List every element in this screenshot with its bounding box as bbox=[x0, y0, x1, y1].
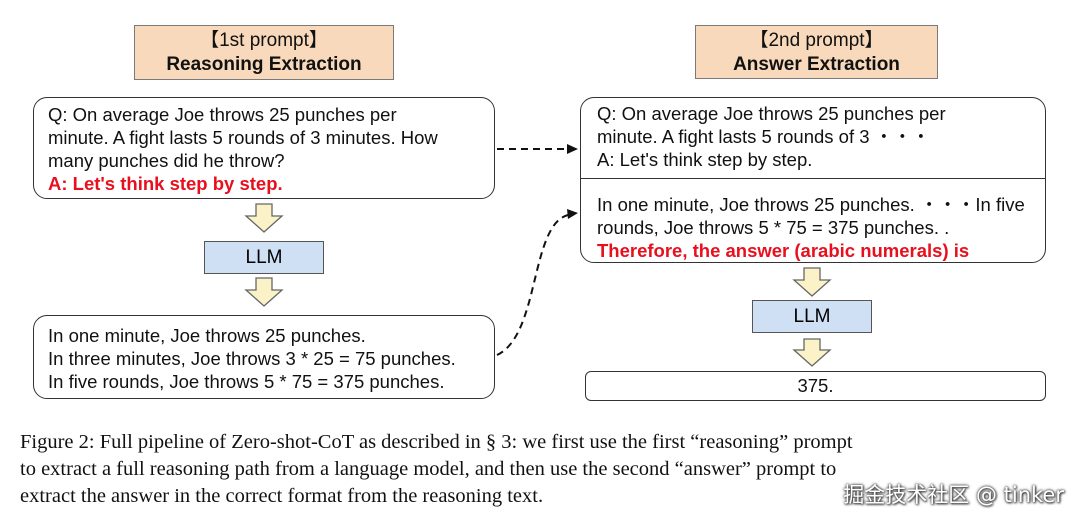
final-answer-box: 375. bbox=[585, 371, 1046, 401]
figure-caption: Figure 2: Full pipeline of Zero-shot-CoT… bbox=[20, 429, 1070, 510]
caption-line: Figure 2: Full pipeline of Zero-shot-CoT… bbox=[20, 431, 853, 453]
prompt2-question-line: minute. A fight lasts 5 rounds of 3 ・・・ bbox=[597, 126, 931, 147]
arrowhead-icon bbox=[567, 209, 578, 219]
prompt1-title-line1: 【1st prompt】 bbox=[200, 30, 328, 51]
prompt1-question-box: Q: On average Joe throws 25 punches per … bbox=[33, 97, 495, 199]
down-arrow-icon bbox=[792, 338, 832, 367]
down-arrow-icon bbox=[244, 277, 284, 307]
connector-arrows bbox=[244, 144, 832, 367]
prompt1-trigger: A: Let's think step by step. bbox=[48, 173, 283, 194]
prompt1-output-line: In three minutes, Joe throws 3 * 25 = 75… bbox=[48, 348, 456, 369]
prompt1-llm-label: LLM bbox=[245, 247, 283, 268]
final-answer: 375. bbox=[797, 375, 834, 396]
caption-line: to extract a full reasoning path from a … bbox=[20, 458, 837, 480]
prompt1-title-box: 【1st prompt】 Reasoning Extraction bbox=[134, 25, 394, 80]
prompt1-output-line: In one minute, Joe throws 25 punches. bbox=[48, 325, 366, 346]
prompt2-divider bbox=[581, 178, 1045, 179]
prompt2-input-box: Q: On average Joe throws 25 punches per … bbox=[580, 97, 1046, 263]
prompt2-question-line: Q: On average Joe throws 25 punches per bbox=[597, 103, 946, 124]
prompt2-llm-label: LLM bbox=[793, 306, 831, 327]
prompt2-title-line2: Answer Extraction bbox=[733, 54, 900, 75]
prompt1-title-line2: Reasoning Extraction bbox=[166, 54, 362, 75]
prompt2-reasoning-section: In one minute, Joe throws 25 punches. ・・… bbox=[597, 193, 1025, 262]
prompt2-question-line: A: Let's think step by step. bbox=[597, 149, 813, 170]
prompt1-output-line: In five rounds, Joe throws 5 * 75 = 375 … bbox=[48, 371, 445, 392]
prompt1-output-box: In one minute, Joe throws 25 punches. In… bbox=[33, 315, 495, 399]
dashed-arrow-reasoning bbox=[496, 214, 569, 356]
prompt2-title-line1: 【2nd prompt】 bbox=[749, 30, 884, 51]
watermark: 掘金技术社区 @ tinker bbox=[843, 483, 1064, 507]
prompt2-title-box: 【2nd prompt】 Answer Extraction bbox=[695, 25, 938, 79]
prompt2-llm-box: LLM bbox=[752, 300, 872, 333]
prompt1-question-line: minute. A fight lasts 5 rounds of 3 minu… bbox=[48, 127, 438, 148]
down-arrow-icon bbox=[244, 203, 284, 233]
prompt2-question-section: Q: On average Joe throws 25 punches per … bbox=[597, 102, 946, 171]
prompt1-llm-box: LLM bbox=[204, 241, 324, 274]
prompt2-reasoning-line: rounds, Joe throws 5 * 75 = 375 punches.… bbox=[597, 217, 950, 238]
caption-line: extract the answer in the correct format… bbox=[20, 485, 544, 507]
prompt2-reasoning-line: In one minute, Joe throws 25 punches. ・・… bbox=[597, 194, 1025, 215]
prompt1-question-line: many punches did he throw? bbox=[48, 150, 285, 171]
prompt1-question-line: Q: On average Joe throws 25 punches per bbox=[48, 104, 397, 125]
down-arrow-icon bbox=[792, 267, 832, 297]
prompt2-trigger: Therefore, the answer (arabic numerals) … bbox=[597, 240, 970, 261]
arrowhead-icon bbox=[567, 144, 578, 154]
